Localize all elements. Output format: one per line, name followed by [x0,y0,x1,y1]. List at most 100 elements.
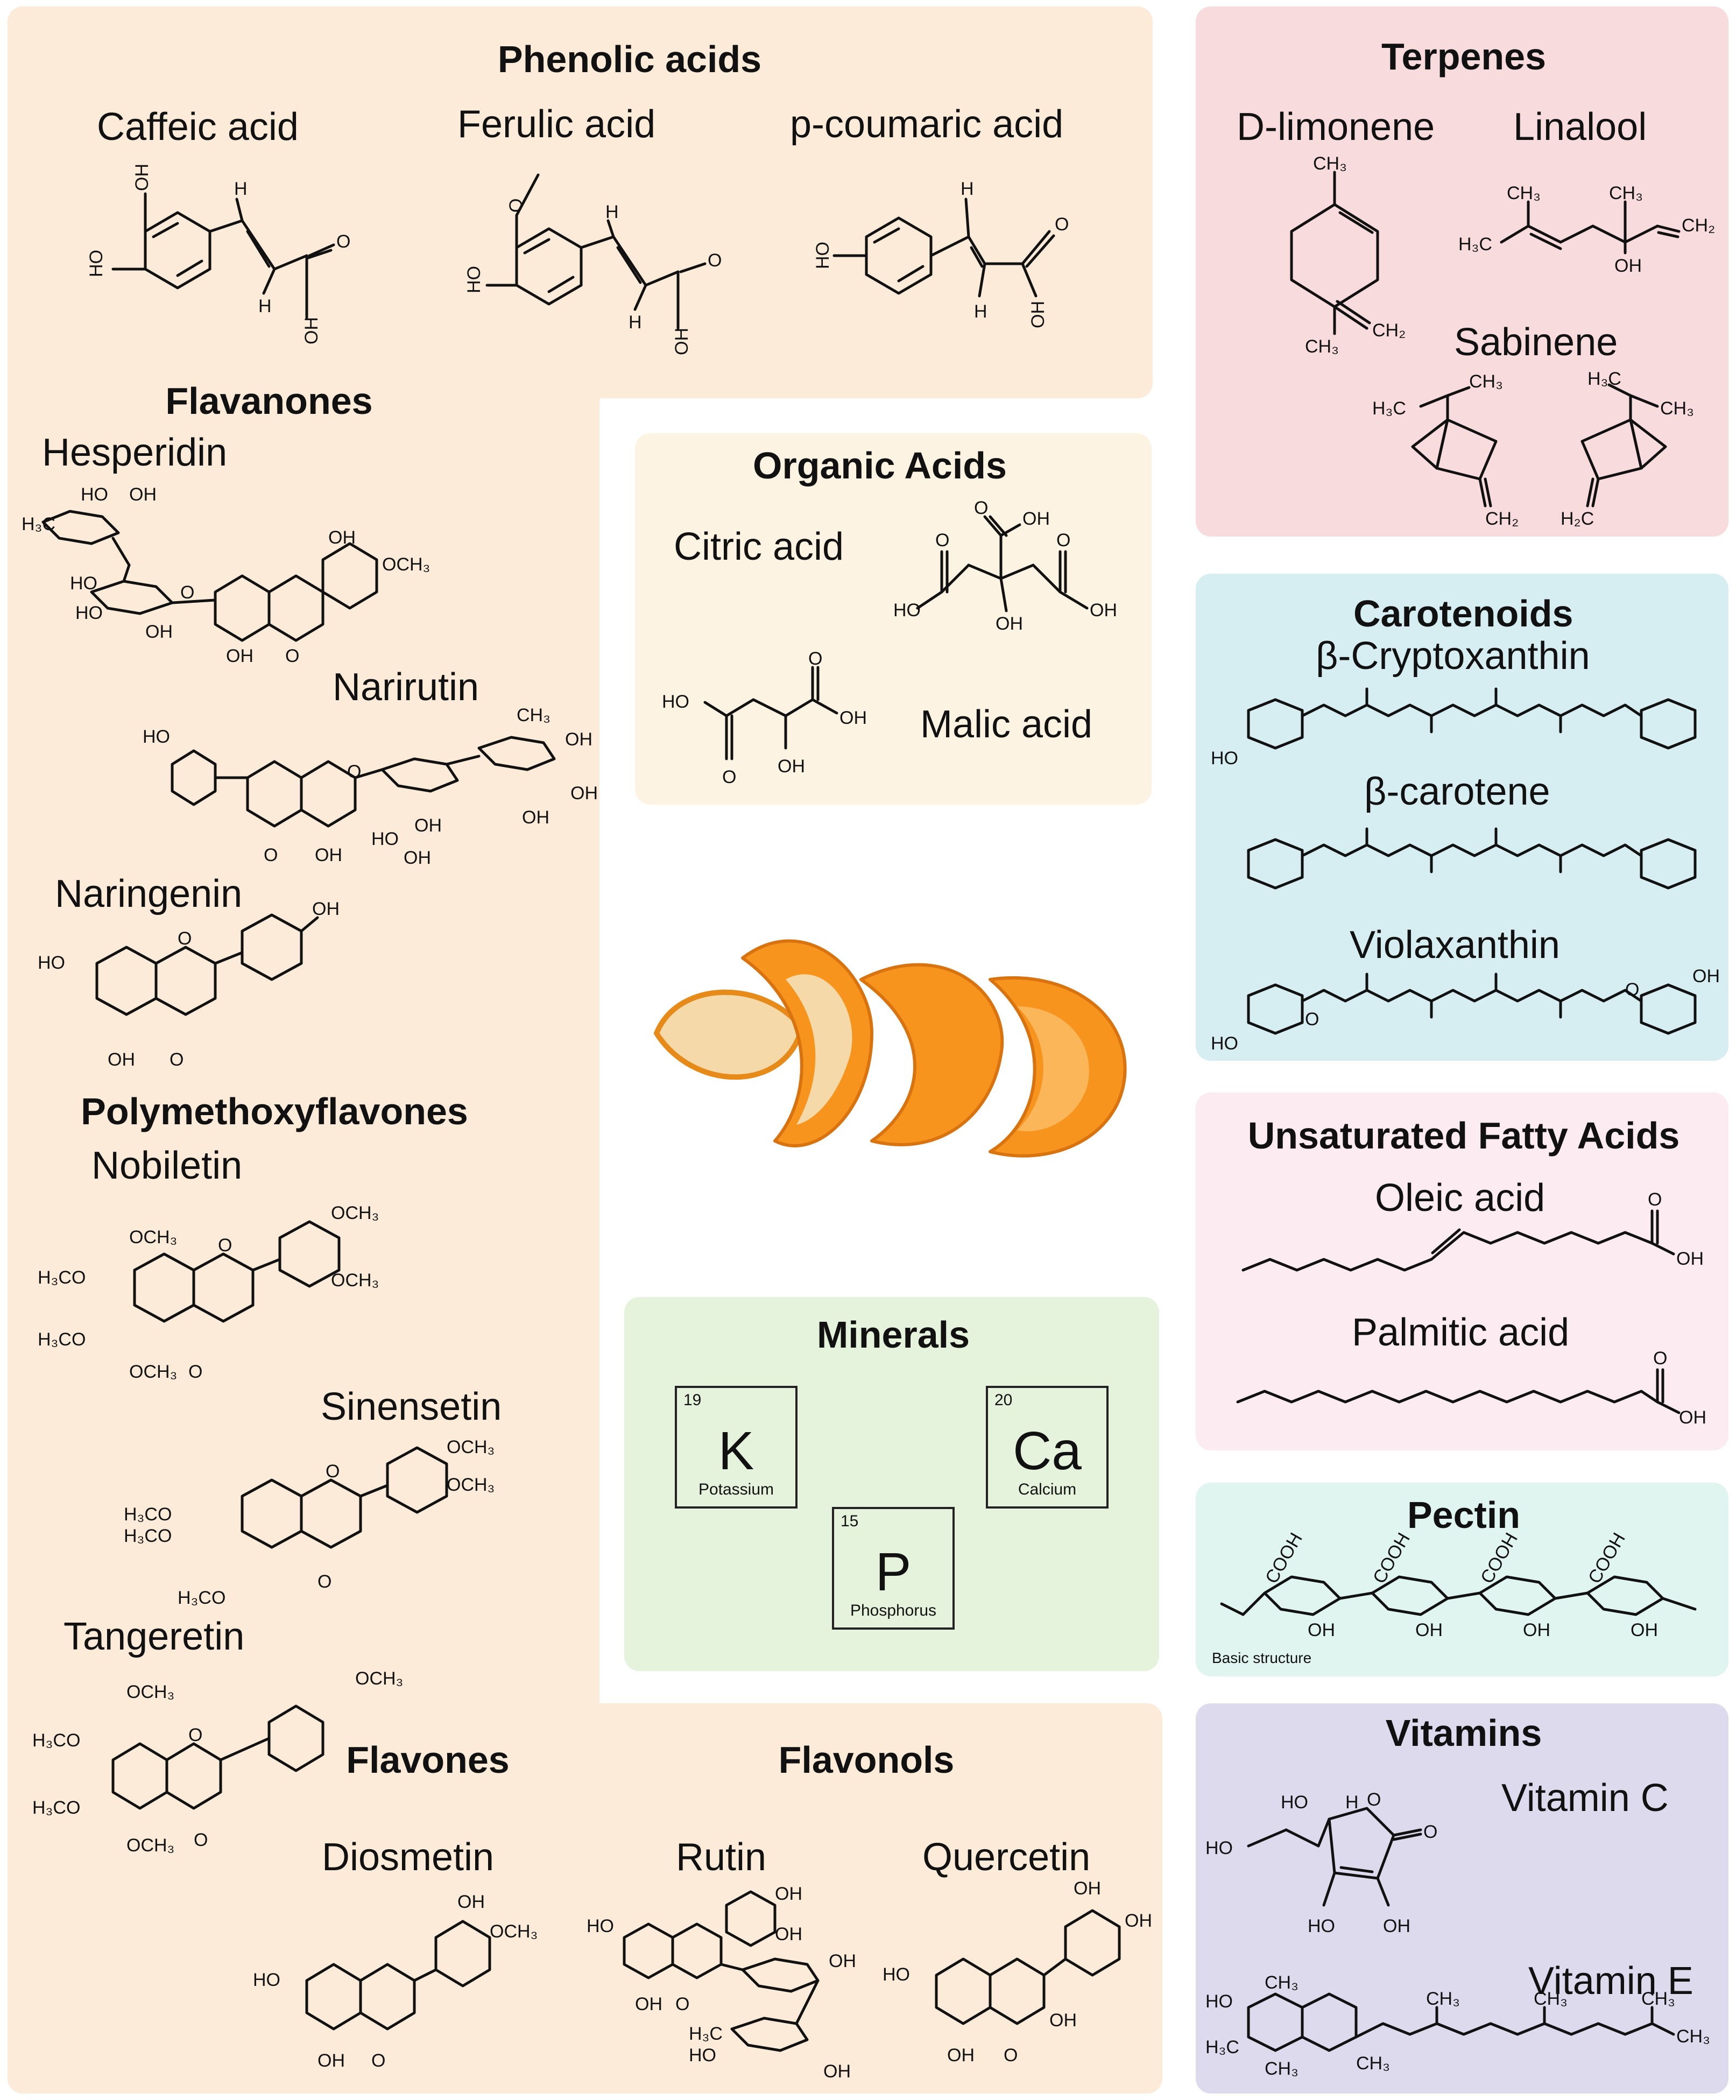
oh-label: OH [404,848,431,868]
h3co-label: H₃CO [124,1526,172,1546]
oh-label: OH [414,815,442,836]
pectin-basic-structure-note: Basic structure [1212,1650,1312,1666]
tangeretin-label: Tangeretin [63,1615,245,1658]
h-label: H [234,179,248,199]
h3c-label: H₃C [22,514,55,534]
naringenin-label: Naringenin [55,872,243,915]
ch3-label: CH₃ [1676,2026,1710,2047]
ch3-label: CH₃ [1534,1989,1568,2009]
oh-label: OH [1679,1407,1706,1428]
oh-label: OH [315,845,342,865]
diosmetin-structure: HO OH OCH₃ OH O [253,1892,538,2071]
oh-label: OH [839,708,867,728]
oh-label: OH [1022,509,1050,529]
oh-label: OH [132,164,152,191]
carotenoids-panel [1196,574,1728,1061]
o-label: O [336,231,350,252]
o-label: O [1056,530,1070,551]
o-label: O [1305,1009,1319,1030]
oh-label: OH [312,899,340,919]
sinensetin-label: Sinensetin [321,1385,502,1428]
ho-label: HO [81,484,108,505]
h-label: H [974,301,987,322]
h3co-label: H₃CO [178,1588,225,1608]
element-potassium: 19 K Potassium [675,1386,798,1509]
phenolic-acids-panel [8,6,1153,398]
oh-label: OH [301,317,322,344]
o-label: O [722,767,736,787]
ho-label: HO [813,242,833,269]
sinensetin-structure: OCH₃ OCH₃ H₃CO H₃CO H₃CO O O [124,1437,495,1608]
quercetin-structure: HO OH OH OH OH O [883,1878,1152,2066]
minerals-title: Minerals [817,1314,970,1356]
atomic-number: 15 [841,1512,859,1530]
minerals-panel [624,1297,1159,1671]
pectin-structure: COOH COOH COOH COOH OH OH OH OH [1220,1530,1697,1640]
organic-acids-panel [635,433,1152,805]
h3c-label: H₃C [1587,369,1621,389]
oh-label: OH [1676,1249,1704,1269]
ch2-label: CH₂ [1372,320,1406,341]
terpenes-panel [1196,6,1728,537]
oh-label: OH [823,2061,851,2082]
ch3-label: CH₃ [517,705,551,725]
narirutin-structure: HO O OH O HO OH OH CH₃ OH OH OH [143,705,598,868]
element-symbol: Ca [1013,1421,1082,1481]
ho-label: HO [75,603,103,623]
element-name: Potassium [698,1481,774,1498]
h-label: H [1345,1792,1359,1813]
ho-label: HO [371,829,399,849]
oh-label: OH [226,646,253,666]
sabinene-structure: H₃C CH₃ CH₂ H₃C CH₃ H₂C [1372,369,1694,529]
terpenes-title: Terpenes [1381,36,1547,77]
ho-label: HO [1211,748,1238,769]
oleic-acid-structure: O OH [1241,1189,1704,1272]
o-label: O [326,1461,340,1482]
d-limonene-label: D-limonene [1237,105,1435,149]
palmitic-acid-label: Palmitic acid [1352,1311,1570,1354]
ho-label: HO [1205,1991,1233,2012]
flavones-title: Flavones [346,1739,510,1781]
o-label: O [188,1725,202,1745]
ferulic-acid-structure: O HO H H OH O [464,173,722,355]
h-label: H [605,202,619,222]
ch3-label: CH₃ [1305,336,1339,357]
o-label: O [218,1235,232,1256]
o-label: O [1653,1348,1667,1369]
oh-label: OH [108,1049,135,1070]
oh-label: OH [317,2050,345,2071]
quercetin-label: Quercetin [922,1836,1091,1879]
oh-label: OH [778,756,805,777]
oh-label: OH [129,484,157,505]
linalool-structure: H₃C CH₃ CH₃ OH CH₂ [1458,183,1715,276]
violaxanthin-structure: HO O O OH [1211,966,1720,1054]
och3-label: OCH₃ [331,1203,379,1223]
ho-label: HO [662,692,689,712]
element-name: Phosphorus [850,1602,937,1619]
o-label: O [188,1362,202,1382]
atomic-number: 19 [683,1391,702,1409]
ho-label: HO [464,266,484,293]
h3co-label: H₃CO [32,1798,80,1818]
organic-acids-title: Organic Acids [753,445,1007,487]
narirutin-label: Narirutin [333,666,479,709]
diosmetin-label: Diosmetin [322,1836,495,1879]
oh-label: OH [1028,301,1048,328]
ho-label: HO [883,1964,910,1985]
h3c-label: H₃C [1205,2037,1239,2057]
beta-cryptoxanthin-structure: HO [1211,687,1697,769]
oh-label: OH [1090,600,1117,621]
ch3-label: CH₃ [1641,1989,1675,2009]
o-label: O [808,649,822,669]
och3-label: OCH₃ [126,1835,174,1856]
nobiletin-label: Nobiletin [91,1144,243,1187]
ferulic-acid-label: Ferulic acid [457,103,656,146]
caffeic-acid-structure: OH HO H H OH O [86,164,350,344]
och3-label: OCH₃ [126,1682,174,1702]
o-label: O [347,762,361,782]
oh-label: OH [1415,1620,1443,1640]
o-label: O [170,1049,184,1070]
o-label: O [317,1572,331,1592]
o-label: O [1625,979,1639,1000]
och3-label: OCH₃ [331,1270,379,1291]
